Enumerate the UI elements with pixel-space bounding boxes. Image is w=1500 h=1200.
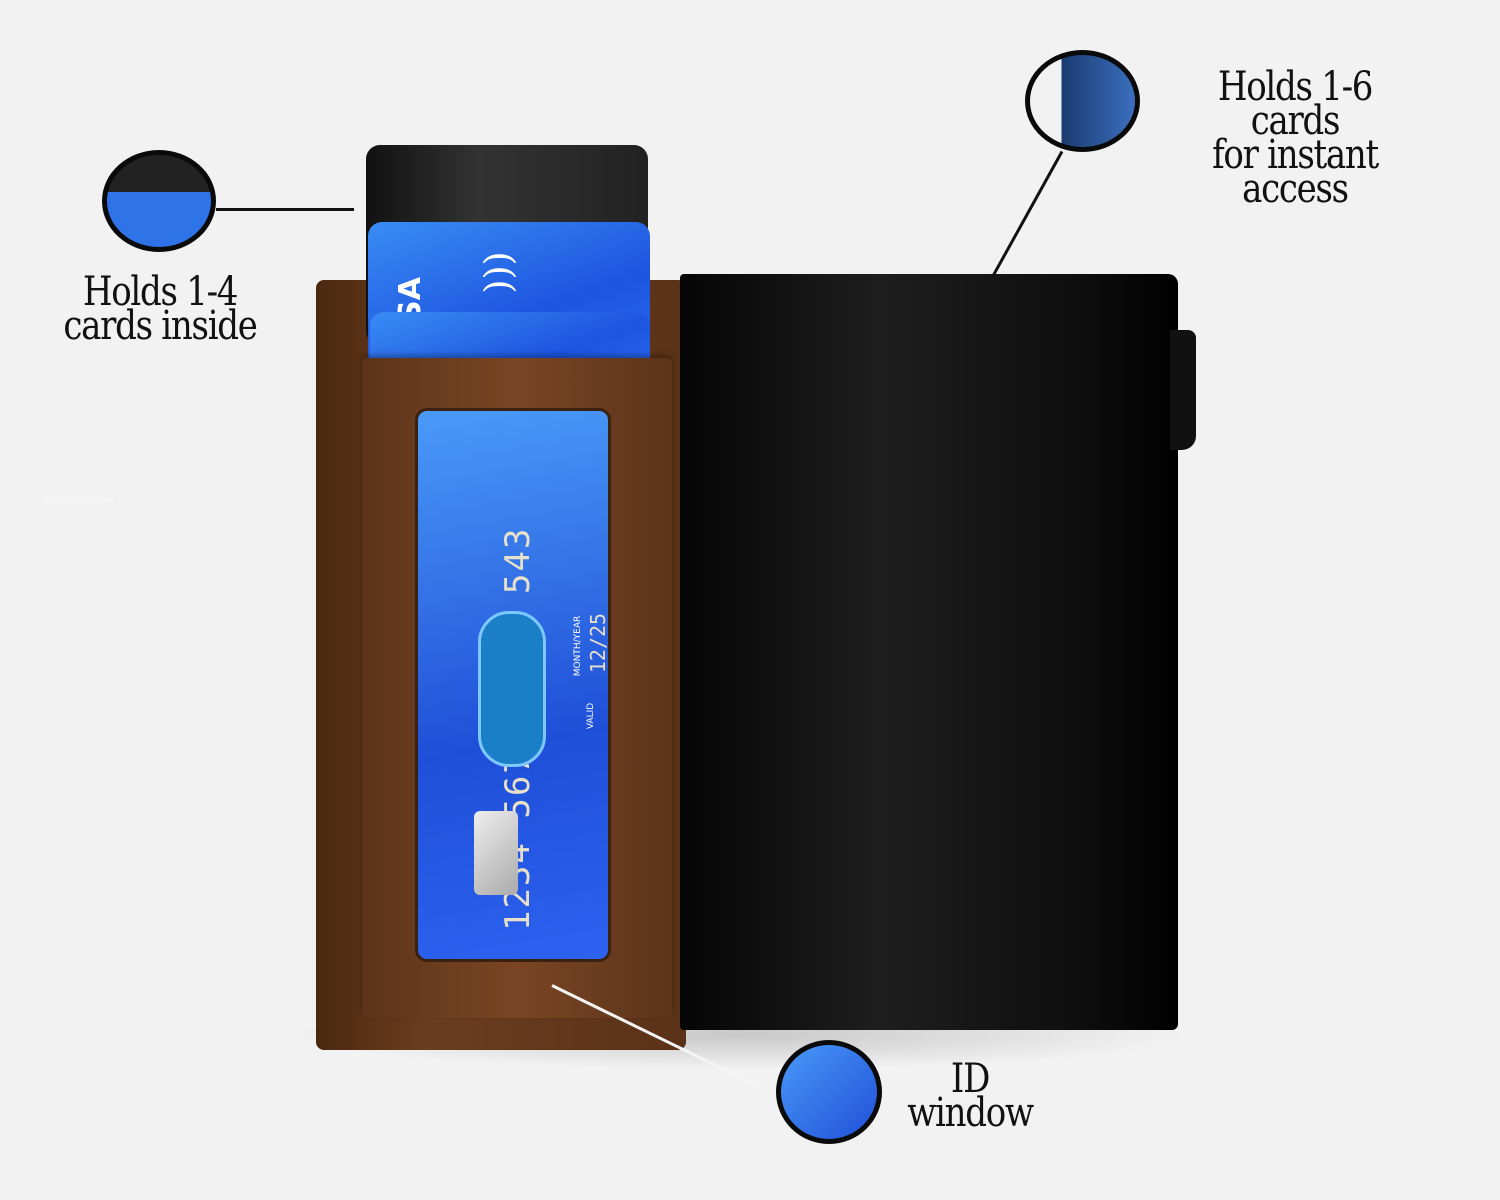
id-window: 1234 5678 9876 543 MONTH/YEAR 12/25 VALI… — [415, 408, 611, 962]
thumb-cutout — [478, 611, 546, 767]
callout-line — [990, 150, 1064, 280]
chip-icon — [474, 811, 518, 895]
eject-trigger — [1170, 330, 1196, 450]
contactless-icon: ))) — [478, 251, 520, 294]
aluminum-card-case — [680, 274, 1178, 1030]
callout-circle-id-window — [776, 1040, 882, 1144]
card-expiry: 12/25 — [586, 612, 611, 674]
watermark: lorem ipsum — [45, 494, 114, 507]
callout-circle-instant-access — [1025, 50, 1140, 152]
callout-circle-cards-inside — [102, 150, 216, 252]
card-month-year-label: MONTH/YEAR — [573, 615, 584, 677]
card-valid-label: VALID — [586, 702, 597, 730]
callout-line — [216, 208, 354, 211]
